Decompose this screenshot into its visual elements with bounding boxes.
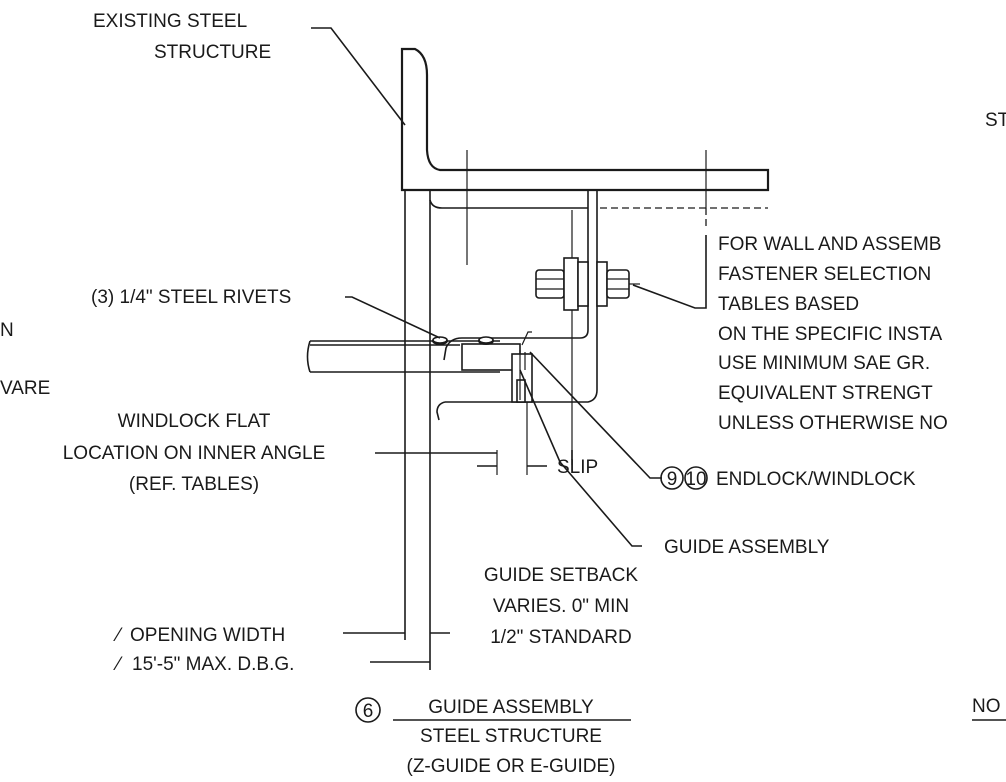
bolt-assembly (535, 257, 640, 311)
label-existing-steel-2: STRUCTURE (154, 42, 271, 63)
label-max-dbg: 15'-5" MAX. D.B.G. (132, 654, 294, 675)
endlock-callout: 9 10 (660, 466, 708, 490)
label-windlock-2: LOCATION ON INNER ANGLE (63, 443, 326, 464)
detail-subtitle-2: (Z-GUIDE OR E-GUIDE) (407, 756, 616, 777)
callout-9: 9 (667, 469, 678, 490)
label-endlock: ENDLOCK/WINDLOCK (716, 469, 916, 490)
detail-title: GUIDE ASSEMBLY (428, 697, 594, 718)
fastener-note-5: USE MINIMUM SAE GR. (718, 353, 930, 374)
label-bottom-right-cut: NO (972, 696, 1001, 717)
fastener-note-6: EQUIVALENT STRENGT (718, 383, 933, 404)
label-guide-setback-1: GUIDE SETBACK (484, 565, 638, 586)
label-rivets: (3) 1/4" STEEL RIVETS (91, 287, 291, 308)
label-windlock-1: WINDLOCK FLAT (118, 411, 271, 432)
existing-steel-angle (400, 47, 770, 192)
fastener-note-1: FOR WALL AND ASSEMB (718, 234, 941, 255)
detail-subtitle-1: STEEL STRUCTURE (420, 726, 602, 747)
label-guide-setback-3: 1/2" STANDARD (490, 627, 632, 648)
fastener-note-7: UNLESS OTHERWISE NO (718, 413, 948, 434)
tick-max-dbg: ⁄ (113, 654, 123, 675)
callout-10: 10 (685, 469, 706, 490)
label-opening-width: OPENING WIDTH (130, 625, 285, 646)
reference-lines (404, 150, 707, 670)
detail-number: 6 (363, 701, 374, 722)
rivets (432, 336, 494, 345)
label-left-cut-2: VARE (0, 378, 50, 399)
fastener-note-2: FASTENER SELECTION (718, 264, 931, 285)
tick-opening-width: ⁄ (113, 625, 123, 646)
label-windlock-3: (REF. TABLES) (129, 474, 259, 495)
detail-title-block: 6 GUIDE ASSEMBLY STEEL STRUCTURE (Z-GUID… (355, 697, 631, 777)
label-guide-setback-2: VARIES. 0" MIN (493, 596, 629, 617)
label-top-right-cut: ST (985, 110, 1006, 131)
guide-bracket (429, 190, 768, 460)
label-existing-steel-1: EXISTING STEEL (93, 11, 247, 32)
label-slip: SLIP (557, 457, 598, 478)
fastener-note-4: ON THE SPECIFIC INSTA (718, 324, 942, 345)
fastener-note-3: TABLES BASED (718, 294, 859, 315)
label-left-cut-1: N (0, 320, 14, 341)
leader-lines (311, 27, 707, 663)
label-guide-assembly: GUIDE ASSEMBLY (664, 537, 830, 558)
curtain-slat (306, 331, 533, 403)
